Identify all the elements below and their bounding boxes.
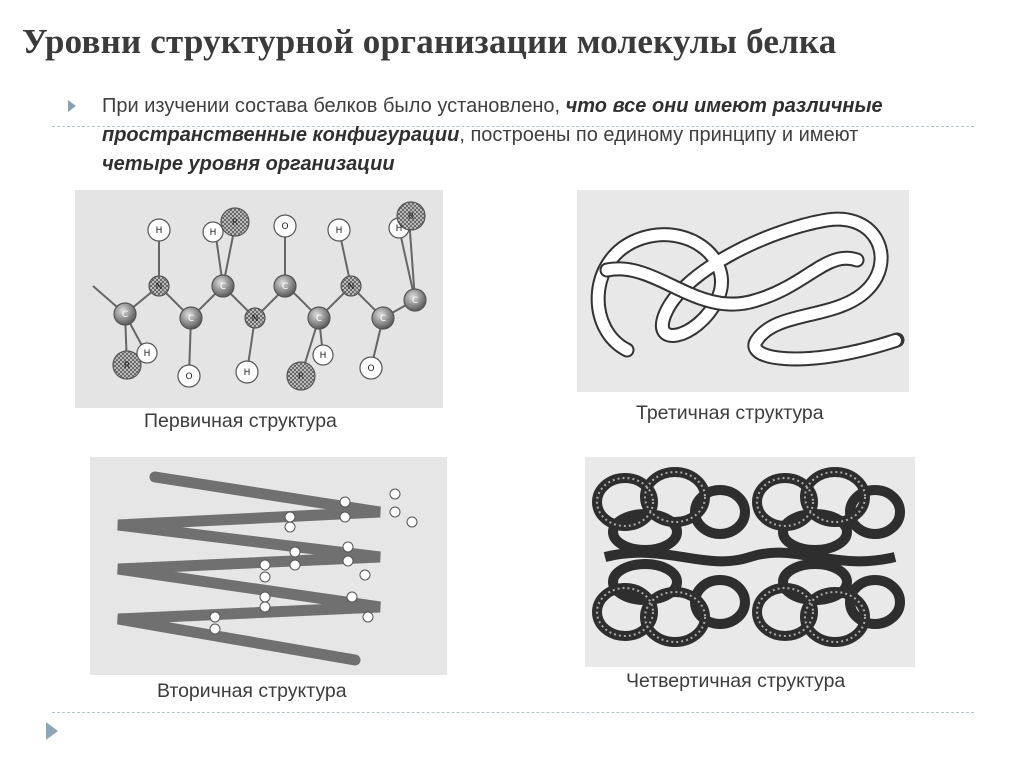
primary-structure-caption: Первичная структура [144,410,337,432]
atom-label: H [396,224,403,234]
tertiary-structure-figure [577,190,909,392]
tertiary-structure-diagram [590,211,905,367]
bullet-emphasis-2: четыре уровня организации [102,153,395,175]
secondary-structure-diagram [117,471,418,666]
primary-structure-figure: H H R O H H R N C C N C C C N C C R H O … [75,190,443,408]
bullet-text-part2: , построены по единому принципу и имеют [459,124,859,146]
atom-label: C [380,314,386,324]
quaternary-structure-caption: Четвертичная структура [626,670,846,692]
atom-label: N [252,314,259,324]
atom-label: R [124,361,130,371]
secondary-structure-caption: Вторичная структура [157,680,347,702]
bullet-emphasis-1: что все они имеют различные пространстве… [102,95,883,146]
atom-label: H [244,368,251,378]
atom-label: N [348,282,355,292]
atom-label: R [298,372,304,382]
atom-label: C [122,310,128,320]
bullet-text: При изучении состава белков было установ… [102,92,922,179]
atom-label: R [232,218,238,228]
atom-label: C [412,296,418,306]
atom-label: H [336,226,343,236]
quaternary-structure-diagram [592,467,905,647]
bottom-divider [52,712,974,713]
atom-label: H [144,349,151,359]
slide-title: Уровни структурной организации молекулы … [22,22,837,61]
quaternary-structure-figure [585,457,915,667]
atom-label: C [220,282,226,292]
bullet-arrow-icon [68,100,76,112]
tertiary-structure-caption: Третичная структура [636,402,824,424]
atom-label: C [316,314,322,324]
atom-label: O [185,372,192,382]
title-divider [52,126,974,127]
primary-structure-diagram: H H R O H H R N C C N C C C N C C R H O … [92,201,427,391]
atom-label: H [210,228,217,238]
secondary-structure-figure [90,457,447,675]
atom-label: C [188,314,194,324]
bullet-text-part1: При изучении состава белков было установ… [102,95,566,117]
atom-label: O [367,364,374,374]
atom-label: R [408,212,414,222]
atom-label: C [282,282,288,292]
atom-label: H [156,226,163,236]
atom-label: N [156,282,163,292]
nav-arrow-icon[interactable] [46,722,58,740]
atom-label: H [320,351,327,361]
atom-label: O [281,222,288,232]
